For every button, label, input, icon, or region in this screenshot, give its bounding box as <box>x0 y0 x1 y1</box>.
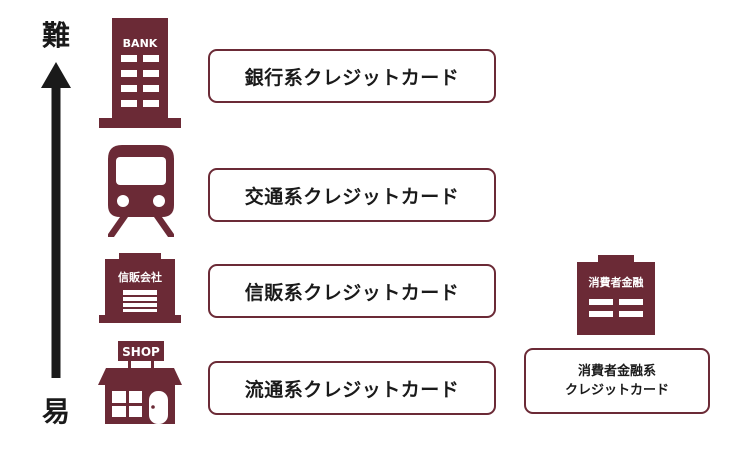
consumer-card-line1: 消費者金融系 <box>577 364 656 379</box>
bank-building-icon: BANK <box>99 18 181 128</box>
shinpan-company-icon: 信販会社 <box>99 253 181 323</box>
difficulty-hard-label: 難 <box>41 19 70 52</box>
shinpan-card-label: 信販系クレジットカード <box>208 264 496 318</box>
consumer-sign-text: 消費者金融 <box>589 275 644 289</box>
bank-card-label: 銀行系クレジットカード <box>208 49 496 103</box>
bank-sign-text: BANK <box>123 37 158 50</box>
consumer-card-line2: クレジットカード <box>564 383 669 398</box>
shop-store-icon: SHOP <box>98 341 182 424</box>
transport-card-label: 交通系クレジットカード <box>208 168 496 222</box>
consumer-finance-card-label: 消費者金融系 クレジットカード <box>524 348 710 414</box>
difficulty-easy-label: 易 <box>41 395 70 428</box>
consumer-finance-building-icon: 消費者金融 <box>577 255 655 335</box>
shinpan-sign-text: 信販会社 <box>118 270 162 284</box>
difficulty-arrow <box>41 62 71 378</box>
shop-sign-text: SHOP <box>122 345 160 359</box>
retail-card-label: 流通系クレジットカード <box>208 361 496 415</box>
train-icon <box>108 145 174 237</box>
